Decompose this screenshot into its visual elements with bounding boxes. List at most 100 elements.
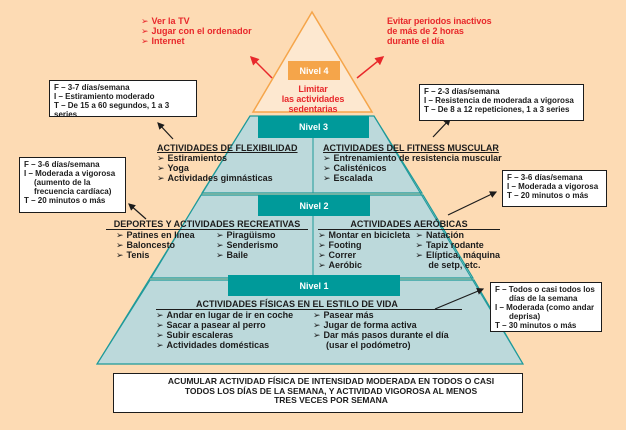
item-text: Pasear más <box>323 310 374 320</box>
item-text: Correr <box>328 250 357 260</box>
summary-line: TODOS LOS DÍAS DE LA SEMANA, Y ACTIVIDAD… <box>184 385 478 396</box>
lifestyle-heading: ACTIVIDADES FÍSICAS EN EL ESTILO DE VIDA <box>156 299 462 310</box>
list-item: ➢Correr <box>318 250 415 260</box>
list-item: ➢Elíptica, máquina <box>415 250 500 260</box>
fit-intensity: I – Moderada a vigorosa <box>507 182 599 191</box>
muscular-section: ACTIVIDADES DEL FITNESS MUSCULAR ➢Entren… <box>323 143 502 183</box>
list-item: ➢Patines en línea <box>116 230 216 240</box>
level3-header: Nivel 3 <box>258 116 369 138</box>
level4-text-line: las actividades <box>281 94 345 104</box>
item-text: Natación <box>425 230 464 240</box>
fit-frequency: F – Todos o casi todos los <box>495 285 595 294</box>
recreational-section: DEPORTES Y ACTIVIDADES RECREATIVAS ➢Pati… <box>106 219 308 260</box>
list-item: ➢Piragüismo <box>216 230 278 240</box>
bullet-arrow-icon: ➢ <box>216 250 224 260</box>
bullet-arrow-icon: ➢ <box>157 173 165 183</box>
list-item: ➢Dar más pasos durante el día <box>313 330 449 340</box>
bullet-arrow-icon: ➢ <box>415 250 423 260</box>
item-text: Actividades domésticas <box>166 340 270 350</box>
item-text: Piragüismo <box>226 230 276 240</box>
list-item: ➢Pasear más <box>313 310 449 320</box>
list-item: ➢Tenis <box>116 250 216 260</box>
fit-intensity: I – Moderada a vigorosa <box>24 169 116 178</box>
aerobic-fit-box: F – 3-6 días/semana I – Moderada a vigor… <box>502 170 607 207</box>
recreational-fit-box: F – 3-6 días/semana I – Moderada a vigor… <box>19 157 126 213</box>
item-text: Senderismo <box>226 240 279 250</box>
list-item: ➢Actividades gimnásticas <box>157 173 298 183</box>
list-item: ➢Calisténicos <box>323 163 502 173</box>
item-text: Montar en bicicleta <box>328 230 411 240</box>
aerobic-heading: ACTIVIDADES AERÓBICAS <box>318 219 500 230</box>
item-text: Tenis <box>126 250 150 260</box>
list-item: ➢Actividades domésticas <box>156 340 313 350</box>
item-text: Patines en línea <box>126 230 195 240</box>
arrow-lifestyle <box>434 287 485 310</box>
fit-intensity: I – Moderada (como andar <box>495 303 595 312</box>
item-text: Tapiz rodante <box>425 240 484 250</box>
bullet-arrow-icon: ➢ <box>323 173 331 183</box>
level4-text-line: Limitar <box>298 84 328 94</box>
bullet-arrow-icon: ➢ <box>141 16 149 26</box>
flexibility-section: ACTIVIDADES DE FLEXIBILIDAD ➢Estiramient… <box>157 143 298 183</box>
bullet-arrow-icon: ➢ <box>323 163 331 173</box>
list-item: ➢Sacar a pasear al perro <box>156 320 313 330</box>
level4-label: Nivel 4 <box>299 65 329 76</box>
item-text: Calisténicos <box>333 163 387 173</box>
list-item: ➢Escalada <box>323 173 502 183</box>
aerobic-section: ACTIVIDADES AERÓBICAS ➢Montar en bicicle… <box>318 219 500 270</box>
list-item: ➢Yoga <box>157 163 298 173</box>
bullet-arrow-icon: ➢ <box>216 230 224 240</box>
arrow-flexibility <box>157 122 174 140</box>
item-text: Yoga <box>167 163 189 173</box>
item-text: Sacar a pasear al perro <box>166 320 266 330</box>
bullet-arrow-icon: ➢ <box>313 320 321 330</box>
fit-intensity: I – Resistencia de moderada a vigorosa <box>424 96 574 105</box>
muscular-heading: ACTIVIDADES DEL FITNESS MUSCULAR <box>323 143 499 153</box>
bullet-arrow-icon: ➢ <box>318 230 326 240</box>
recreational-heading: DEPORTES Y ACTIVIDADES RECREATIVAS <box>106 219 308 230</box>
level4-left-note: ➢Ver la TV ➢Jugar con el ordenador ➢Inte… <box>141 16 252 46</box>
list-item: ➢Ver la TV <box>141 16 252 26</box>
arrow-aerobic <box>447 191 498 216</box>
arrow-recreational <box>128 203 147 220</box>
bullet-arrow-icon: ➢ <box>116 230 124 240</box>
note-line: de más de 2 horas <box>387 26 464 36</box>
bullet-arrow-icon: ➢ <box>116 240 124 250</box>
bullet-arrow-icon: ➢ <box>157 153 165 163</box>
pyramid-left-edge <box>96 115 251 365</box>
level3-label: Nivel 3 <box>298 122 329 132</box>
fit-time: T – De 8 a 12 repeticiones, 1 a 3 series <box>424 105 570 114</box>
bullet-arrow-icon: ➢ <box>157 163 165 173</box>
list-item: ➢Footing <box>318 240 415 250</box>
fit-time: T – 20 minutos o más <box>507 191 589 200</box>
level4-right-note: Evitar periodos inactivos de más de 2 ho… <box>387 16 492 46</box>
level4-header: Nivel 4 <box>288 61 340 80</box>
list-item: ➢Subir escaleras <box>156 330 313 340</box>
bullet-arrow-icon: ➢ <box>313 330 321 340</box>
item-text: Aeróbic <box>328 260 363 270</box>
fit-intensity: I – Estiramiento moderado <box>54 92 155 101</box>
fit-frequency-note: días de la semana <box>509 294 578 303</box>
bullet-arrow-icon: ➢ <box>156 340 164 350</box>
list-item: ➢Jugar con el ordenador <box>141 26 252 36</box>
bullet-arrow-icon: ➢ <box>313 310 321 320</box>
list-item: ➢Tapiz rodante <box>415 240 500 250</box>
list-item: ➢Jugar de forma activa <box>313 320 449 330</box>
level1-header: Nivel 1 <box>228 275 400 296</box>
note-line: Evitar periodos inactivos <box>387 16 492 26</box>
item-text: Baile <box>226 250 249 260</box>
flexibility-heading: ACTIVIDADES DE FLEXIBILIDAD <box>157 143 298 153</box>
item-text: Subir escaleras <box>166 330 234 340</box>
fit-intensity-note: (aumento de la <box>34 178 91 187</box>
fit-time: T – 30 minutos o más <box>495 321 577 330</box>
note-text: Internet <box>151 36 185 46</box>
list-item: ➢Andar en lugar de ir en coche <box>156 310 313 320</box>
list-item: ➢Natación <box>415 230 500 240</box>
arrow-level4-left <box>249 55 273 79</box>
item-text: Escalada <box>333 173 373 183</box>
level1-label: Nivel 1 <box>299 280 329 291</box>
bullet-arrow-icon: ➢ <box>415 230 423 240</box>
list-item: ➢Aeróbic <box>318 260 415 270</box>
bullet-arrow-icon: ➢ <box>323 153 331 163</box>
